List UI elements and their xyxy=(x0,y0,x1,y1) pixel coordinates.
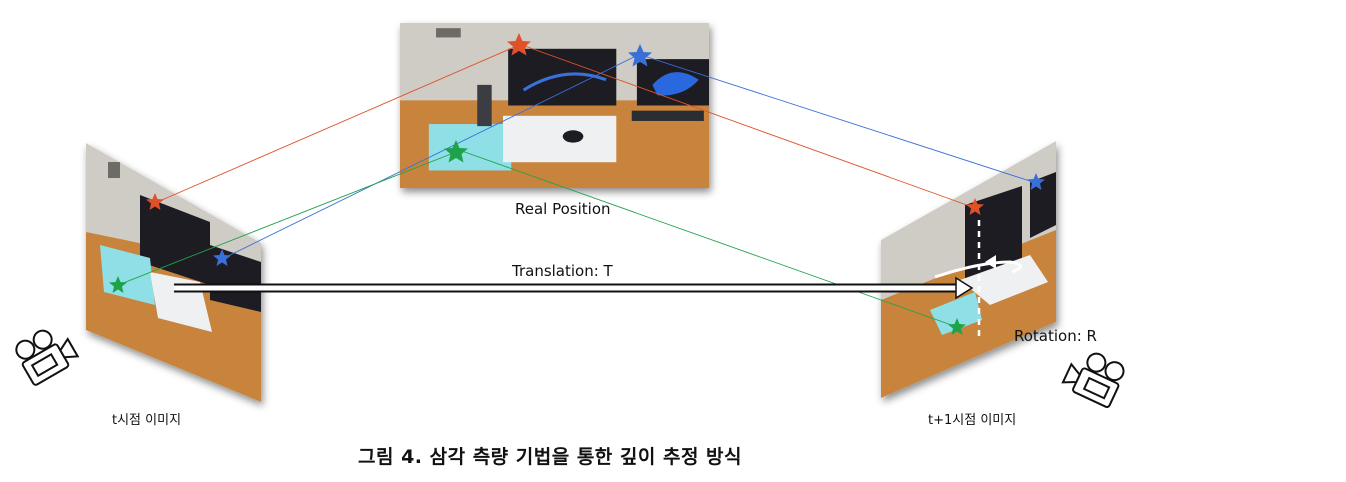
star-icon xyxy=(213,249,231,266)
star-icon xyxy=(109,276,127,293)
desk-paper xyxy=(503,115,617,163)
star-icon xyxy=(1027,173,1045,190)
line-blue-right xyxy=(640,53,1037,184)
rotation-arrowhead xyxy=(985,255,996,269)
monitor-left-screen-arc xyxy=(522,72,607,92)
rotation-arc xyxy=(934,260,1022,279)
star-icon xyxy=(948,318,966,335)
line-green-right xyxy=(458,148,958,328)
keyboard xyxy=(631,110,704,121)
correspondence-lines xyxy=(117,43,1037,328)
line-red-left xyxy=(154,44,520,204)
feature-stars xyxy=(109,33,1045,335)
rotation-label: Rotation: R xyxy=(1014,327,1097,345)
translation-label: Translation: T xyxy=(512,262,613,280)
line-green-left xyxy=(117,151,457,286)
wall-plaque xyxy=(436,28,461,38)
monitor-stand xyxy=(477,84,492,127)
real-position-image xyxy=(400,23,709,188)
t-image xyxy=(86,143,261,402)
star-icon xyxy=(628,44,652,67)
camera-icon-left xyxy=(15,329,80,386)
line-red-right xyxy=(521,43,976,209)
monitor-right xyxy=(1030,172,1056,238)
mouse xyxy=(562,130,584,143)
star-icon xyxy=(146,193,164,210)
star-icon xyxy=(966,198,984,215)
translation-arrow xyxy=(174,276,974,300)
camera-icon-right xyxy=(1061,352,1125,408)
right-image-label: t+1시점 이미지 xyxy=(928,413,1017,428)
desk-paper xyxy=(960,255,1048,305)
desk-folder xyxy=(930,292,982,335)
star-icon xyxy=(444,140,468,163)
desk-folder xyxy=(428,124,512,171)
wall-plaque xyxy=(108,162,120,178)
figure-caption: 그림 4. 삼각 측량 기법을 통한 깊이 추정 방식 xyxy=(358,446,743,468)
real-position-label: Real Position xyxy=(515,200,611,218)
star-icon xyxy=(507,33,531,56)
left-image-label: t시점 이미지 xyxy=(112,413,182,428)
monitor xyxy=(140,195,210,285)
rotation-indicator xyxy=(934,220,1022,340)
line-blue-left xyxy=(221,54,639,260)
monitor-right-screen-blob xyxy=(652,72,699,96)
